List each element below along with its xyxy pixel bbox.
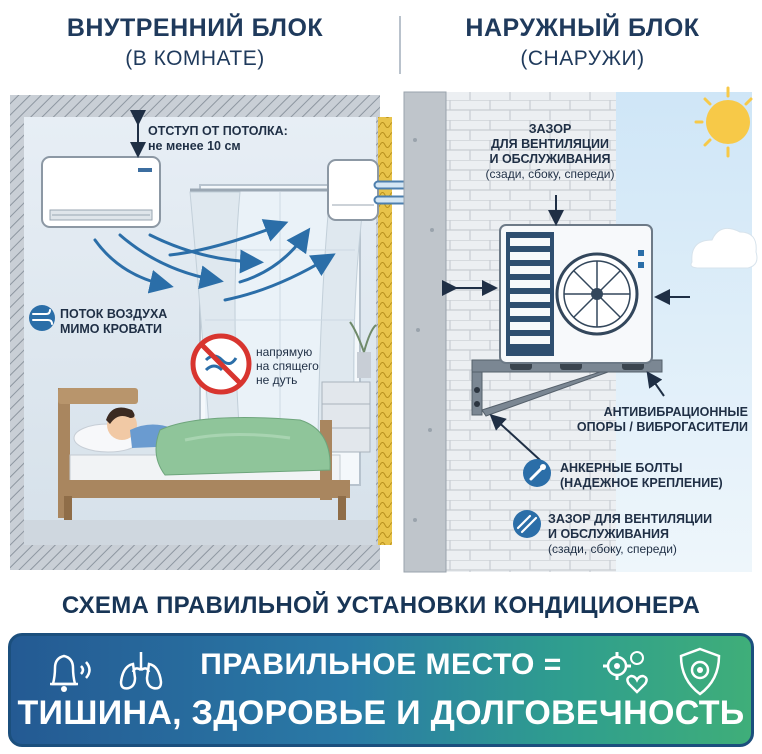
indoor-header: ВНУТРЕННИЙ БЛОК (В КОМНАТЕ) [30, 14, 360, 71]
airflow-label: ПОТОК ВОЗДУХА МИМО КРОВАТИ [60, 307, 167, 337]
clearance-line4: (сзади, сбоку, спереди) [485, 167, 615, 181]
antivib-line2: ОПОРЫ / ВИБРОГАСИТЕЛИ [576, 420, 748, 434]
antivib-label: АНТИВИБРАЦИОННЫЕ ОПОРЫ / ВИБРОГАСИТЕЛИ [558, 405, 748, 435]
service-line2: И ОБСЛУЖИВАНИЯ [548, 527, 669, 541]
blanket [155, 417, 331, 476]
airflow-line1: ПОТОК ВОЗДУХА [60, 307, 168, 321]
clearance-line3: И ОБСЛУЖИВАНИЯ [489, 152, 611, 166]
ventilation-gap-icon [513, 510, 541, 538]
outdoor-subtitle: (СНАРУЖИ) [520, 47, 645, 70]
service-gap-label: ЗАЗОР ДЛЯ ВЕНТИЛЯЦИИ И ОБСЛУЖИВАНИЯ (сза… [548, 512, 712, 557]
shield-gear-icon [679, 647, 721, 696]
no-blow-label: напрямую на спящего не дуть [256, 345, 319, 387]
top-clearance-label: ЗАЗОР ДЛЯ ВЕНТИЛЯЦИИ И ОБСЛУЖИВАНИЯ (сза… [455, 122, 645, 182]
summary-banner: ПРАВИЛЬНОЕ МЕСТО = ТИШИНА, ЗДОРОВЬЕ И ДО… [8, 633, 754, 747]
no-blow-line2: на спящего [256, 359, 319, 373]
sun-icon [694, 86, 753, 158]
indoor-ac-unit [41, 156, 161, 228]
antivib-pointer [646, 371, 665, 397]
banner-line2: ТИШИНА, ЗДОРОВЬЕ И ДОЛГОВЕЧНОСТЬ [17, 694, 745, 732]
header-divider [399, 16, 401, 74]
anchor-line1: АНКЕРНЫЕ БОЛТЫ [560, 461, 683, 475]
airflow-arrows [93, 219, 336, 302]
no-blow-line1: напрямую [256, 345, 313, 359]
no-blow-line3: не дуть [256, 373, 298, 387]
service-line1: ЗАЗОР ДЛЯ ВЕНТИЛЯЦИИ [548, 512, 713, 526]
clearance-line2: ДЛЯ ВЕНТИЛЯЦИИ [491, 137, 609, 151]
ceiling-gap-label: ОТСТУП ОТ ПОТОЛКА: не менее 10 см [148, 124, 288, 154]
wind-icon [29, 305, 55, 331]
outdoor-header: НАРУЖНЫЙ БЛОК (СНАРУЖИ) [410, 14, 755, 71]
outdoor-title: НАРУЖНЫЙ БЛОК [465, 14, 700, 42]
airflow-line2: МИМО КРОВАТИ [60, 322, 162, 336]
gears-heart-icon [603, 651, 648, 694]
indoor-ac-unit-side [327, 159, 379, 221]
antivib-line1: АНТИВИБРАЦИОННЫЕ [603, 405, 748, 419]
lungs-icon [119, 652, 163, 690]
concrete-wall [403, 91, 447, 573]
anchor-pointer [489, 413, 541, 461]
wall-insulation [378, 117, 392, 545]
ceiling-gap-line1: ОТСТУП ОТ ПОТОЛКА: [148, 124, 288, 138]
banner-line1: ПРАВИЛЬНОЕ МЕСТО = [200, 648, 562, 681]
ceiling-gap-line2: не менее 10 см [148, 139, 241, 153]
clearance-line1: ЗАЗОР [528, 122, 572, 136]
outdoor-ac-unit [499, 224, 653, 364]
anchor-bolt-icon [523, 459, 551, 487]
bell-sound-icon [50, 654, 91, 692]
no-blow-icon [190, 333, 252, 395]
installation-diagram [10, 86, 758, 573]
cloud-icon [690, 227, 758, 269]
scheme-title: СХЕМА ПРАВИЛЬНОЙ УСТАНОВКИ КОНДИЦИОНЕРА [61, 592, 701, 619]
anchor-label: АНКЕРНЫЕ БОЛТЫ (НАДЕЖНОЕ КРЕПЛЕНИЕ) [560, 461, 723, 491]
indoor-title: ВНУТРЕННИЙ БЛОК [66, 14, 324, 42]
anchor-line2: (НАДЕЖНОЕ КРЕПЛЕНИЕ) [560, 476, 723, 490]
indoor-subtitle: (В КОМНАТЕ) [125, 47, 265, 70]
bed-frame [62, 480, 350, 498]
service-line3: (сзади, сбоку, спереди) [548, 542, 677, 556]
